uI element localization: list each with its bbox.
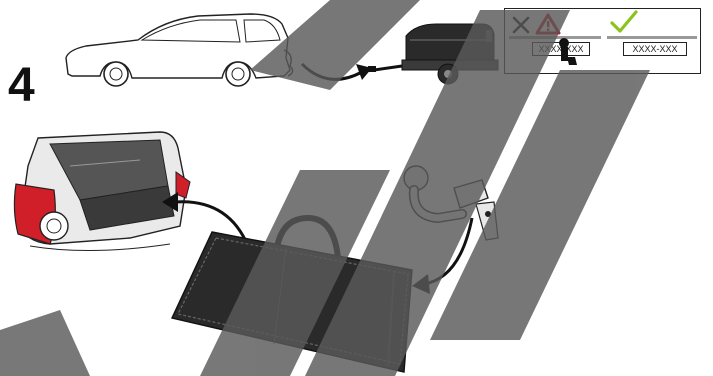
instruction-illustration: 4 XXXX-XXX XXXX-XXX (0, 0, 713, 376)
watermark-overlay (0, 0, 713, 376)
